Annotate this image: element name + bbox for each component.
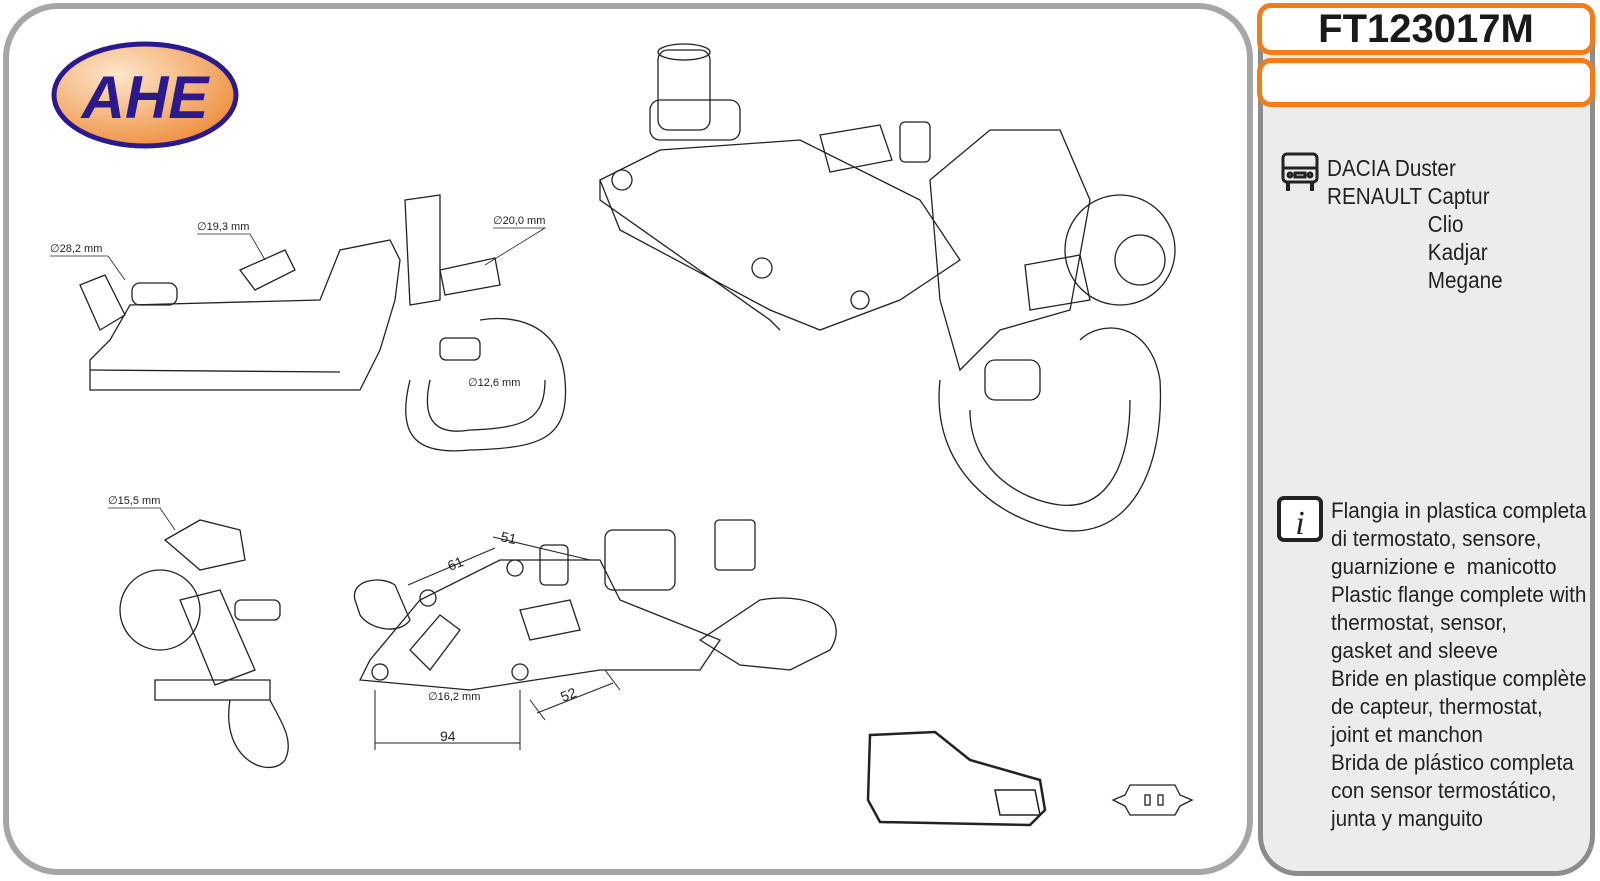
gasket-drawing <box>866 730 1047 827</box>
info-panel <box>1258 40 1595 876</box>
product-subtitle-box <box>1257 58 1595 107</box>
dim-label: 51 <box>499 528 518 547</box>
svg-text:i: i <box>1295 505 1304 542</box>
vehicle-item: RENAULT Captur <box>1327 183 1490 209</box>
description-line: con sensor termostático, <box>1331 778 1557 803</box>
ahe-logo: AHE <box>51 41 239 149</box>
drawing-frame <box>3 3 1253 875</box>
dim-label: ∅19,3 mm <box>197 221 249 233</box>
vehicle-icon <box>1281 152 1319 191</box>
info-icon: i <box>1277 496 1323 542</box>
dim-label: ∅15,5 mm <box>108 495 160 507</box>
vehicle-item: Clio <box>1427 211 1464 237</box>
description-line: joint et manchon <box>1331 722 1483 747</box>
connector-drawing <box>1111 784 1194 816</box>
product-code: FT123017M <box>1257 3 1595 55</box>
technical-drawings: AHE ∅28,2 mm ∅19,3 mm ∅20,0 mm ∅12,6 mm <box>50 41 1194 827</box>
product-description: Flangia in plastica completa di termosta… <box>1331 497 1586 833</box>
vehicle-item: DACIA Duster <box>1327 155 1456 181</box>
dim-label: 94 <box>440 728 456 744</box>
vehicle-item: Megane <box>1427 267 1503 293</box>
dim-label: 52 <box>558 684 579 705</box>
dim-label: 61 <box>445 553 466 574</box>
description-line: Plastic flange complete with <box>1331 582 1587 607</box>
description-line: Brida de plástico completa <box>1331 750 1574 775</box>
side-view-drawing <box>79 194 567 452</box>
dim-label: ∅16,2 mm <box>428 691 480 703</box>
dim-label: ∅12,6 mm <box>468 377 520 389</box>
vehicle-item: Kadjar <box>1427 239 1488 265</box>
svg-text:AHE: AHE <box>80 64 211 131</box>
front-view-drawing <box>119 519 289 769</box>
description-line: Flangia in plastica completa <box>1331 498 1587 523</box>
description-line: thermostat, sensor, <box>1331 610 1508 635</box>
dim-label: ∅20,0 mm <box>493 215 545 227</box>
vehicle-list: DACIA Duster RENAULT Captur Clio Kadjar … <box>1327 154 1503 294</box>
description-line: guarnizione e manicotto <box>1331 554 1557 579</box>
description-line: gasket and sleeve <box>1331 638 1498 663</box>
description-line: Bride en plastique complète <box>1331 666 1587 691</box>
top-view-drawing <box>353 519 837 750</box>
isometric-view-drawing <box>599 43 1176 532</box>
description-line: junta y manguito <box>1331 806 1483 831</box>
description-line: di termostato, sensore, <box>1331 526 1542 551</box>
description-line: de capteur, thermostat, <box>1331 694 1543 719</box>
dim-label: ∅28,2 mm <box>50 243 102 255</box>
